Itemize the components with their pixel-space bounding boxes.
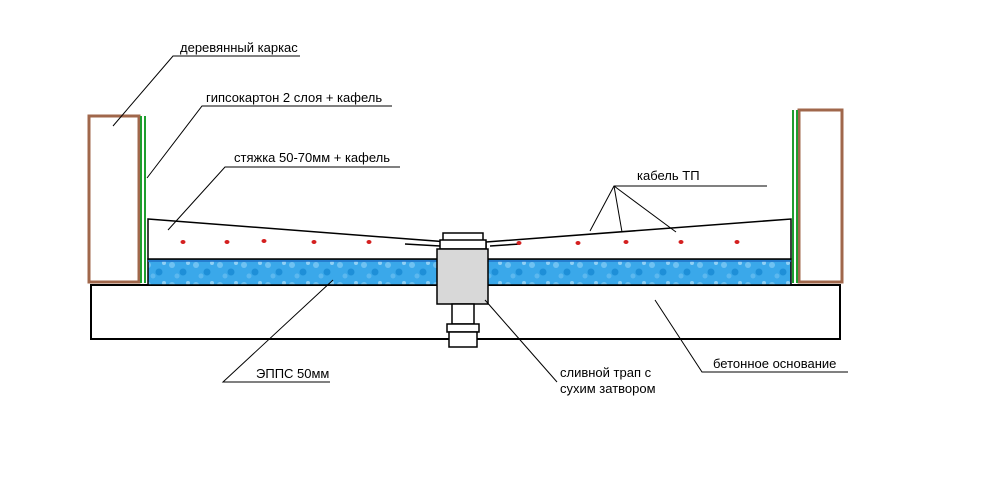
cable-dot	[224, 240, 230, 244]
wood-frame-left	[87, 114, 141, 284]
cable-dot	[678, 240, 684, 244]
wood-frame-right	[797, 108, 844, 284]
label-drain-line1: сливной трап с	[560, 365, 652, 380]
cable-dot	[261, 239, 267, 243]
leader-lines	[112, 55, 848, 383]
cable-dot	[180, 240, 186, 244]
label-wood-frame: деревянный каркас	[180, 40, 298, 55]
label-drain-line2: сухим затвором	[560, 381, 656, 396]
label-concrete-base: бетонное основание	[713, 356, 836, 371]
cable-dot	[516, 241, 522, 245]
label-epps: ЭППС 50мм	[256, 366, 329, 381]
cable-dot	[734, 240, 740, 244]
screed-layer	[147, 218, 449, 260]
label-drywall: гипсокартон 2 слоя + кафель	[206, 90, 382, 105]
screed-layer-right	[485, 218, 792, 260]
label-screed: стяжка 50-70мм + кафель	[234, 150, 390, 165]
label-heating-cable: кабель ТП	[637, 168, 700, 183]
drain-trap	[436, 232, 489, 348]
heating-cable-dots	[180, 239, 740, 245]
cable-dot	[575, 241, 581, 245]
cable-dot	[311, 240, 317, 244]
cable-dot	[623, 240, 629, 244]
cable-dot	[366, 240, 372, 244]
